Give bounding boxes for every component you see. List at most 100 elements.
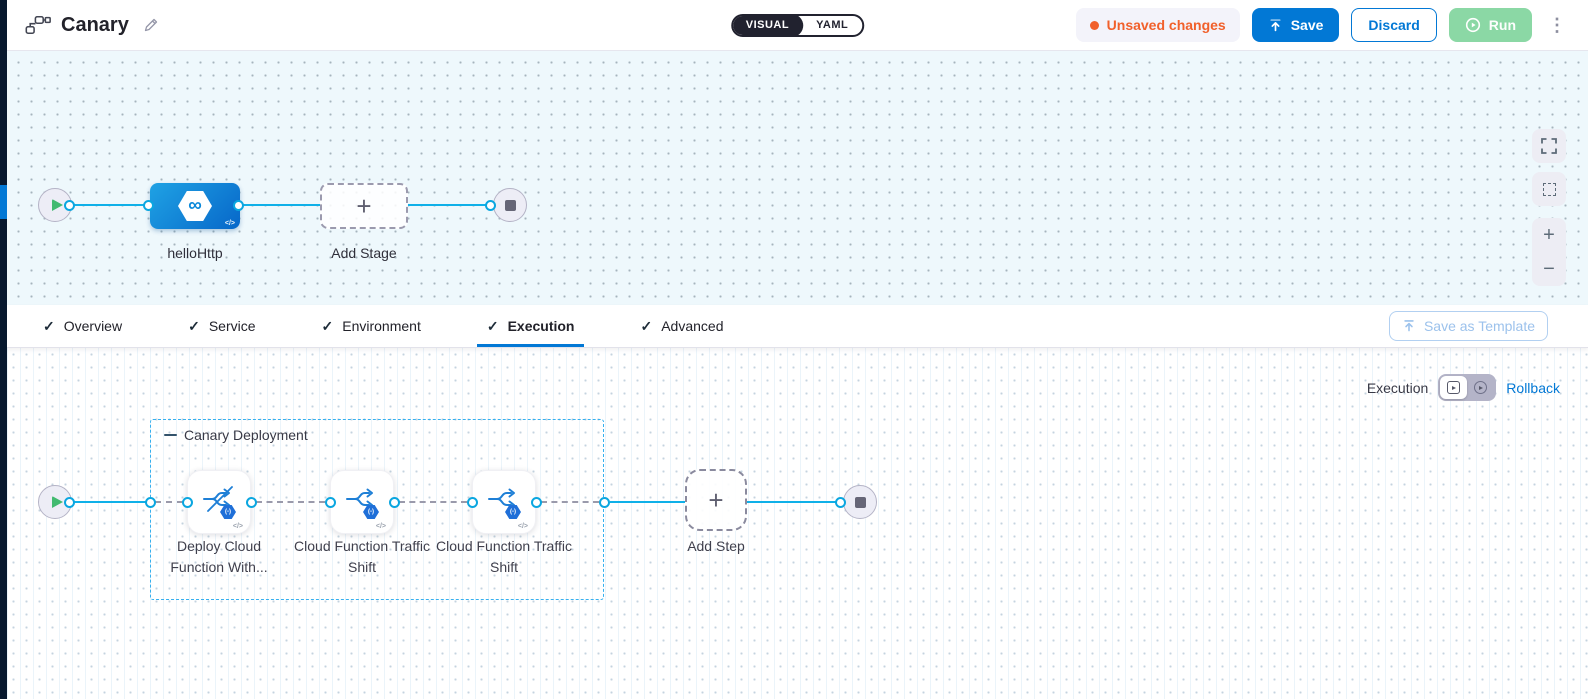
step-group-canary-deployment[interactable] (150, 419, 604, 600)
toggle-visual[interactable]: VISUAL (732, 15, 804, 35)
header-left: Canary (25, 14, 159, 37)
save-button[interactable]: Save (1251, 8, 1340, 42)
add-stage-label: Add Stage (331, 245, 397, 261)
step-node-deploy-cloud-function[interactable]: (-) </> (187, 470, 251, 534)
pipeline-graph-icon (25, 15, 51, 35)
stage-node-hellohttp[interactable]: ∞ </> (150, 183, 240, 229)
serverless-stage-icon: ∞ (178, 191, 212, 221)
check-icon: ✓ (486, 317, 499, 334)
connector-port[interactable] (467, 497, 478, 508)
connector-line (408, 204, 490, 206)
stage-config-tabs: ✓ Overview ✓ Service ✓ Environment ✓ Exe… (7, 305, 1588, 348)
step-name-label: Deploy Cloud Function With... (170, 538, 268, 575)
connector-port[interactable] (64, 200, 75, 211)
connector-port[interactable] (143, 200, 154, 211)
execution-rollback-toggle[interactable] (1438, 374, 1497, 401)
active-row-indicator (0, 185, 7, 219)
connector-line-dashed (155, 501, 183, 503)
fullscreen-button[interactable] (1532, 129, 1566, 163)
code-icon: </> (375, 523, 386, 530)
check-icon: ✓ (43, 317, 55, 334)
tab-overview[interactable]: ✓ Overview (43, 317, 123, 335)
pipeline-title: Canary (61, 13, 129, 36)
cloud-function-badge-icon: (-) (505, 505, 521, 519)
check-icon: ✓ (188, 317, 200, 334)
stop-icon (854, 496, 866, 508)
upload-icon (1270, 18, 1281, 31)
connector-port[interactable] (599, 497, 610, 508)
connector-line (69, 204, 150, 206)
cloud-function-badge-icon: (-) (220, 505, 236, 519)
tab-service[interactable]: ✓ Service (188, 317, 256, 335)
marquee-select-button[interactable] (1532, 172, 1566, 206)
zoom-out-button[interactable]: − (1543, 257, 1555, 280)
marquee-select-icon (1542, 182, 1556, 196)
collapse-group-button[interactable] (164, 433, 177, 437)
check-icon: ✓ (321, 317, 334, 334)
unsaved-dot-icon (1089, 20, 1099, 30)
plus-icon: + (708, 484, 724, 515)
connector-port[interactable] (531, 497, 542, 508)
step-node-traffic-shift-2[interactable]: (-) </> (472, 470, 536, 534)
connector-line (610, 501, 685, 503)
discard-button[interactable]: Discard (1351, 8, 1437, 42)
save-as-template-button[interactable]: Save as Template (1388, 311, 1548, 341)
tab-execution[interactable]: ✓ Execution (476, 305, 585, 347)
toggle-yaml[interactable]: YAML (816, 19, 849, 31)
connector-port[interactable] (64, 497, 75, 508)
connector-line (240, 204, 320, 206)
execution-end-node[interactable] (843, 485, 877, 519)
connector-line (747, 501, 839, 503)
connector-line-dashed (541, 501, 599, 503)
add-stage-button[interactable]: + (320, 183, 408, 229)
play-icon (51, 199, 63, 211)
connector-port[interactable] (145, 497, 156, 508)
add-step-label: Add Step (687, 538, 745, 554)
visual-yaml-toggle[interactable]: VISUAL YAML (730, 13, 865, 37)
left-nav-rail (0, 0, 7, 699)
kebab-menu-icon[interactable]: ⋮ (1548, 15, 1566, 35)
connector-port[interactable] (182, 497, 193, 508)
connector-port[interactable] (389, 497, 400, 508)
unsaved-label: Unsaved changes (1106, 17, 1226, 33)
tab-environment[interactable]: ✓ Environment (321, 317, 421, 335)
rollback-view-icon (1474, 381, 1488, 394)
stop-icon (504, 199, 516, 211)
connector-port[interactable] (246, 497, 257, 508)
check-icon: ✓ (640, 317, 653, 334)
plus-icon: + (356, 190, 372, 221)
connector-line (69, 501, 150, 503)
execution-view-button[interactable] (1440, 376, 1468, 399)
run-label: Run (1488, 17, 1516, 33)
run-button[interactable]: Run (1448, 8, 1532, 42)
upload-icon (1404, 320, 1414, 332)
add-step-button[interactable]: + (685, 469, 747, 531)
rollback-link[interactable]: Rollback (1506, 379, 1560, 396)
step-node-traffic-shift-1[interactable]: (-) </> (330, 470, 394, 534)
execution-mode-label: Execution (1366, 379, 1429, 396)
cloud-function-traffic-shift-icon (488, 488, 515, 510)
rollback-view-button[interactable] (1467, 376, 1494, 399)
zoom-in-button[interactable]: + (1543, 223, 1555, 246)
connector-line-dashed (399, 501, 467, 503)
fullscreen-icon (1541, 138, 1557, 154)
connector-port[interactable] (233, 200, 244, 211)
code-icon: </> (517, 523, 528, 530)
connector-port[interactable] (835, 497, 846, 508)
code-icon: </> (224, 220, 235, 227)
connector-port[interactable] (485, 200, 496, 211)
pipeline-header: Canary VISUAL YAML Unsaved changes Save … (7, 0, 1588, 51)
discard-label: Discard (1368, 17, 1420, 33)
cloud-function-badge-icon: (-) (363, 505, 379, 519)
header-actions: Unsaved changes Save Discard Run ⋮ (1075, 8, 1570, 42)
stage-pipeline-canvas[interactable]: ∞ </> + helloHttp Add Stage + − (7, 51, 1588, 305)
execution-view-icon (1447, 381, 1461, 394)
unsaved-changes-badge: Unsaved changes (1075, 8, 1240, 42)
pipeline-end-node[interactable] (493, 188, 527, 222)
execution-canvas[interactable]: Execution Rollback Canary Deployment (7, 348, 1588, 699)
save-label: Save (1290, 17, 1324, 33)
tab-advanced[interactable]: ✓ Advanced (640, 317, 724, 335)
edit-pencil-icon[interactable] (143, 17, 159, 33)
connector-port[interactable] (325, 497, 336, 508)
step-name-label: Cloud Function Traffic Shift (436, 538, 572, 575)
